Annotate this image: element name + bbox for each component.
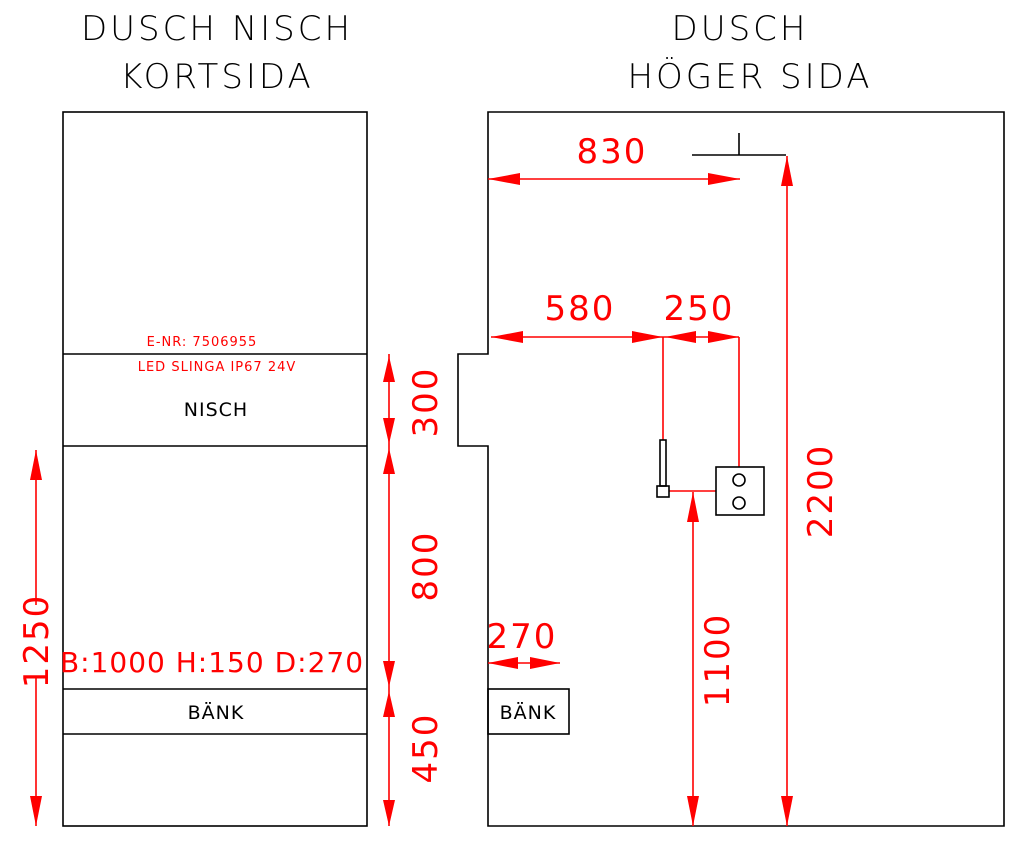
dim-580: 580 xyxy=(545,289,616,329)
dim-2200: 2200 xyxy=(801,444,841,539)
arrow-270-right xyxy=(530,657,560,669)
niche-label: NISCH xyxy=(184,399,248,421)
enr-label: E-NR: 7506955 xyxy=(147,335,258,350)
arrow-830-right xyxy=(708,173,740,185)
wall-outline-with-niche xyxy=(457,111,1005,827)
right-title-line2: HÖGER SIDA xyxy=(627,57,872,97)
arrow-580-left xyxy=(491,331,523,343)
arrow-450-bottom xyxy=(383,800,395,826)
arrow-2200-bottom xyxy=(781,796,793,826)
right-title-line1: DUSCH xyxy=(672,9,809,49)
arrow-300-top xyxy=(383,356,395,382)
arrow-300-bottom xyxy=(383,418,395,444)
arrow-250-left xyxy=(665,331,696,343)
arrow-250-right xyxy=(708,331,739,343)
bench-side xyxy=(487,688,570,735)
bench-label-right: BÄNK xyxy=(500,701,557,724)
left-title-line2: KORTSIDA xyxy=(120,57,314,97)
hand-shower-rod xyxy=(659,439,667,487)
led-label: LED SLINGA IP67 24V xyxy=(138,360,297,375)
dim-1100: 1100 xyxy=(698,613,738,708)
dim-830: 830 xyxy=(577,132,648,172)
dim-800: 800 xyxy=(406,531,446,602)
arrow-830-left xyxy=(488,173,520,185)
hand-shower-outlet xyxy=(656,485,670,498)
left-title-line1: DUSCH NISCH xyxy=(81,9,353,49)
arrow-800-bottom xyxy=(383,661,395,687)
dim-300: 300 xyxy=(406,367,446,438)
dim-270: 270 xyxy=(487,617,558,657)
mixer-knob-bottom xyxy=(732,496,746,510)
dim-250: 250 xyxy=(664,289,735,329)
mixer-tap xyxy=(715,466,765,516)
dim-1250: 1250 xyxy=(17,594,57,689)
arrow-450-top xyxy=(383,691,395,717)
arrow-1250-bottom xyxy=(30,796,42,826)
arrow-580-right xyxy=(632,331,663,343)
arrow-270-left xyxy=(488,657,518,669)
wall-outline xyxy=(62,111,368,827)
mixer-knob-top xyxy=(732,473,746,487)
arrow-2200-top xyxy=(781,156,793,186)
right-view: DUSCH HÖGER SIDA 830 2200 580 250 xyxy=(457,9,1005,827)
arrow-800-top xyxy=(383,448,395,474)
arrow-1100-bottom xyxy=(687,796,699,826)
dim-450: 450 xyxy=(406,713,446,784)
arrow-1100-top xyxy=(687,492,699,522)
bench-spec-label: B:1000 H:150 D:270 xyxy=(60,646,364,679)
bench-label: BÄNK xyxy=(188,701,245,724)
arrow-1250-top xyxy=(30,450,42,480)
left-view: DUSCH NISCH KORTSIDA E-NR: 7506955 LED S… xyxy=(17,9,446,827)
